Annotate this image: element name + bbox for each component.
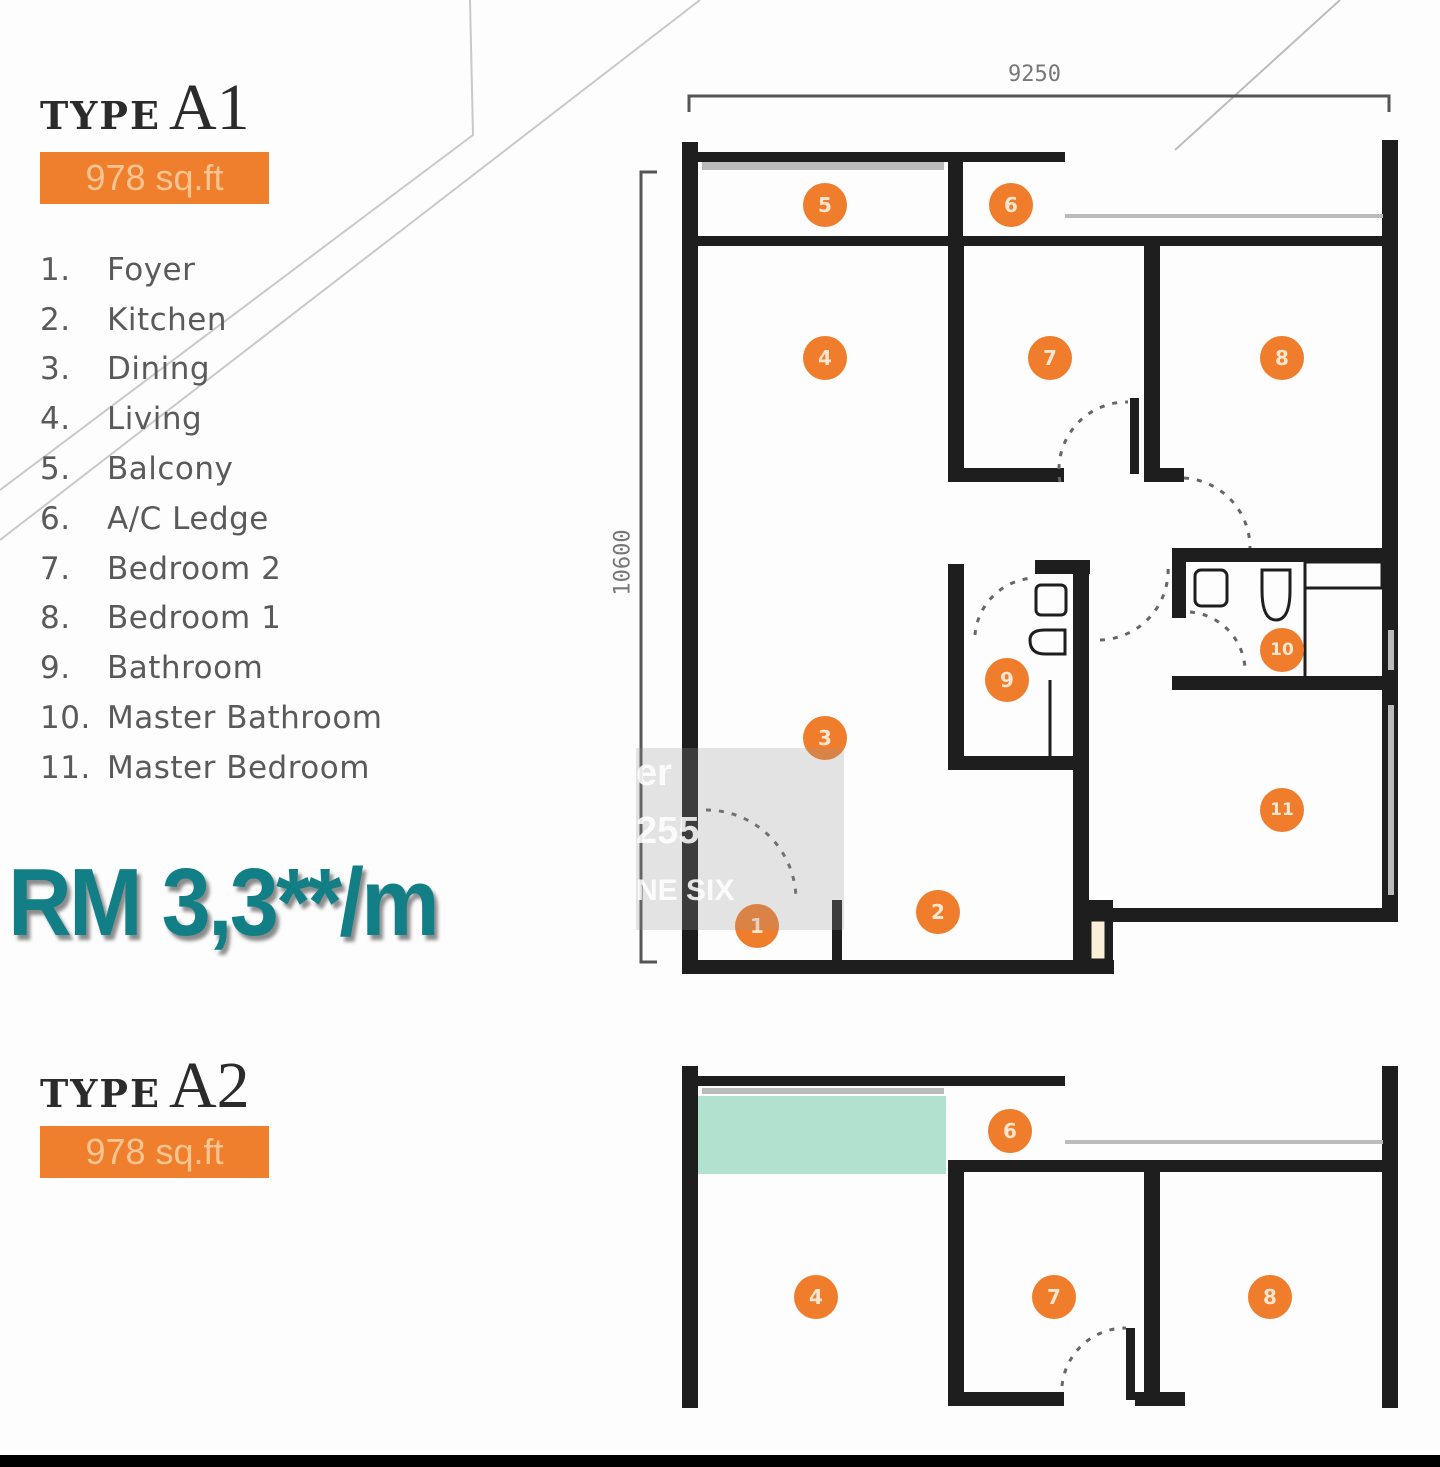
legend-item: 1.Foyer: [40, 251, 196, 288]
legend-item: 9.Bathroom: [40, 650, 264, 687]
legend-item: 11.Master Bedroom: [40, 749, 370, 786]
type-a2-area-badge: 978 sq.ft: [40, 1126, 269, 1178]
room-number-marker: 4: [803, 336, 847, 380]
room-number-marker: 6: [988, 1109, 1032, 1153]
room-number-marker: 8: [1260, 336, 1304, 380]
room-number-marker: 6: [989, 183, 1033, 227]
watermark: er 255 NE SIX: [636, 748, 844, 930]
type-label: TYPE: [40, 1071, 161, 1116]
legend-item: 2.Kitchen: [40, 301, 228, 338]
type-code: A1: [168, 71, 250, 144]
room-number-marker: 7: [1028, 336, 1072, 380]
legend-item: 6.A/C Ledge: [40, 500, 269, 537]
rental-price: RM 3,3**/m: [8, 849, 440, 956]
room-number-marker: 10: [1260, 628, 1304, 672]
legend-item: 4.Living: [40, 401, 203, 438]
room-number-marker: 2: [916, 890, 960, 934]
type-code: A2: [168, 1049, 250, 1122]
legend-item: 7.Bedroom 2: [40, 550, 282, 587]
room-number-marker: 3: [803, 716, 847, 760]
room-number-marker: 11: [1260, 788, 1304, 832]
type-label: TYPE: [40, 93, 161, 138]
room-number-marker: 5: [803, 183, 847, 227]
room-number-marker: 7: [1032, 1275, 1076, 1319]
legend-item: 8.Bedroom 1: [40, 600, 282, 637]
bottom-bar: [0, 1455, 1440, 1467]
room-legend: 1.Foyer 2.Kitchen 3.Dining 4.Living 5.Ba…: [40, 245, 382, 793]
room-number-marker: 8: [1248, 1275, 1292, 1319]
legend-item: 3.Dining: [40, 351, 211, 388]
room-number-marker: 9: [985, 658, 1029, 702]
room-number-marker: 4: [794, 1275, 838, 1319]
type-a1-area-badge: 978 sq.ft: [40, 152, 269, 204]
width-dimension: 9250: [1008, 62, 1061, 87]
legend-item: 10.Master Bathroom: [40, 700, 383, 737]
legend-item: 5.Balcony: [40, 451, 234, 488]
room-number-marker: 1: [735, 904, 779, 948]
